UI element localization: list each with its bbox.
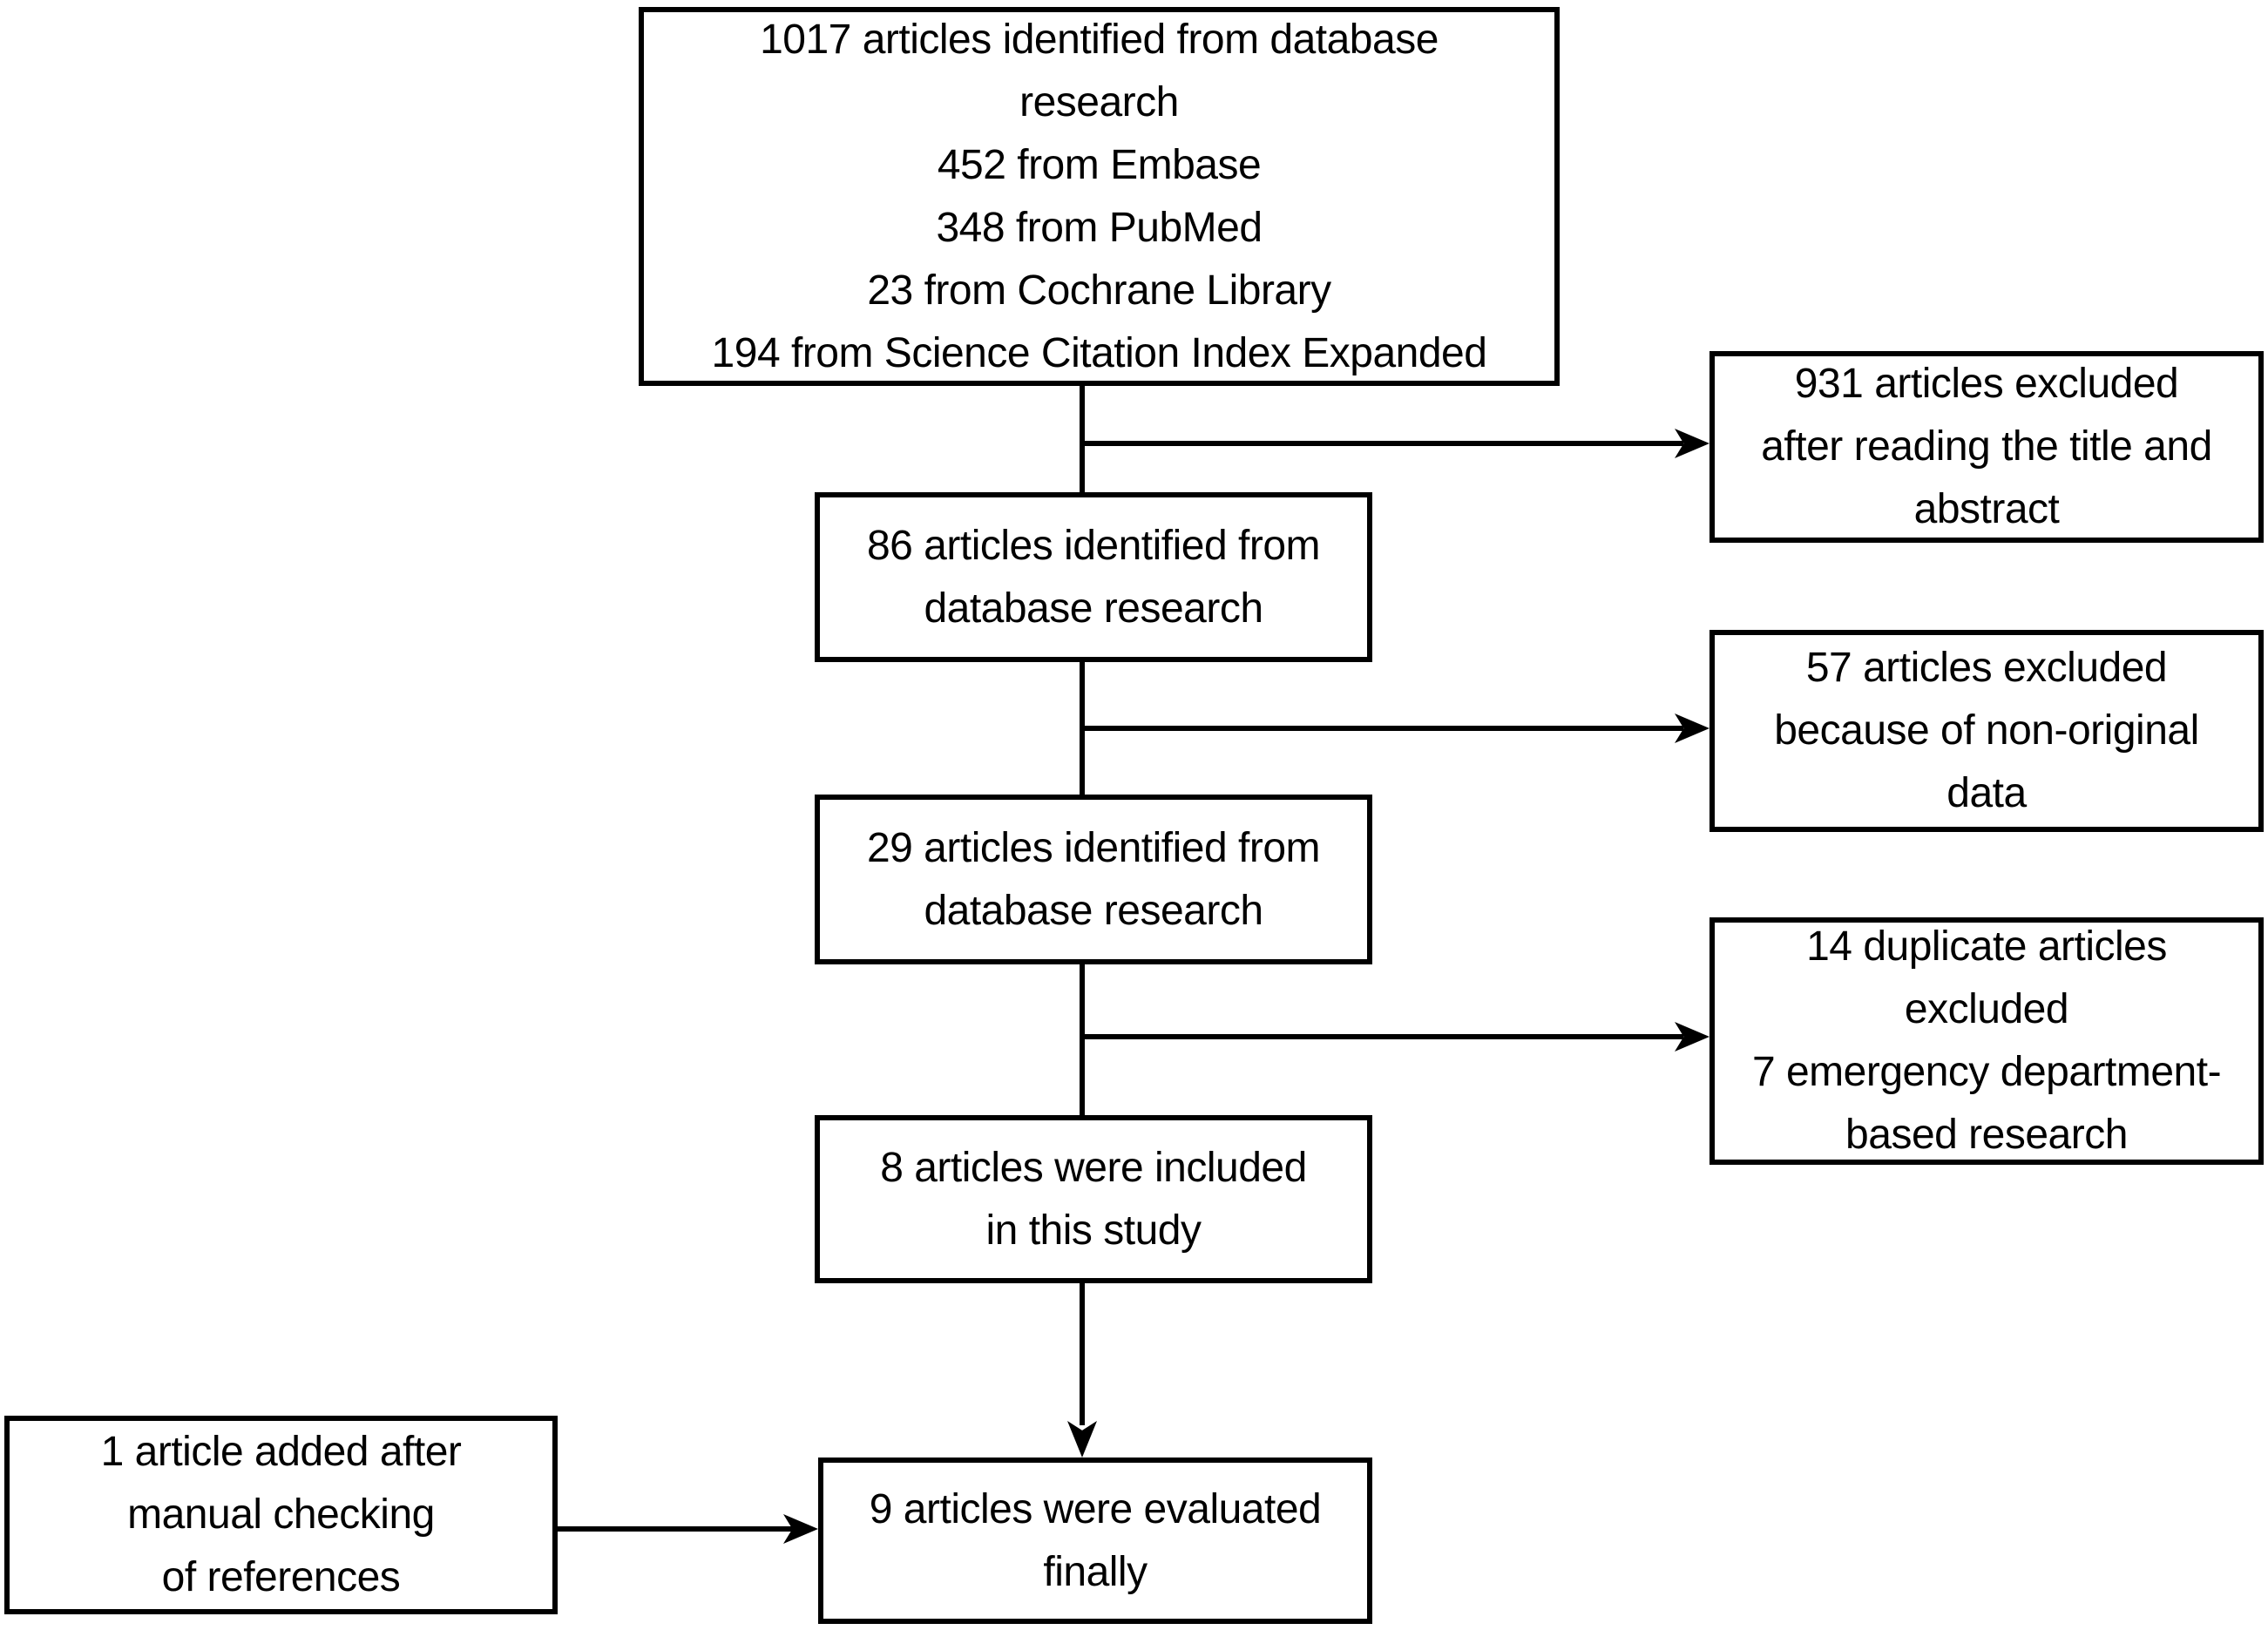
connector-8-to-9 bbox=[1080, 1282, 1085, 1425]
box-evaluated-9: 9 articles were evaluated finally bbox=[818, 1458, 1372, 1624]
branch-manual-check-to-evaluated bbox=[556, 1526, 793, 1532]
box-excluded-non-original-text: 57 articles excluded because of non-orig… bbox=[1774, 645, 2199, 816]
branch-to-excluded-non-original bbox=[1082, 726, 1683, 731]
box-included-8: 8 articles were included in this study bbox=[815, 1115, 1372, 1283]
box-included-8-text: 8 articles were included in this study bbox=[880, 1144, 1307, 1254]
connector-total-to-86 bbox=[1080, 384, 1085, 494]
connector-29-to-8 bbox=[1080, 963, 1085, 1117]
box-added-manual-check-text: 1 article added after manual checking of… bbox=[100, 1429, 462, 1600]
box-excluded-duplicate-ed-text: 14 duplicate articles excluded 7 emergen… bbox=[1751, 923, 2222, 1158]
box-excluded-non-original: 57 articles excluded because of non-orig… bbox=[1709, 630, 2264, 832]
box-excluded-title-abstract-text: 931 articles excluded after reading the … bbox=[1761, 361, 2212, 532]
box-added-manual-check: 1 article added after manual checking of… bbox=[4, 1416, 558, 1614]
branch-to-excluded-duplicate-ed bbox=[1082, 1034, 1683, 1039]
box-identified-total: 1017 articles identified from database r… bbox=[639, 7, 1560, 386]
arrowhead-evaluated-icon bbox=[1067, 1421, 1097, 1458]
box-identified-86-text: 86 articles identified from database res… bbox=[866, 522, 1321, 632]
box-excluded-duplicate-ed: 14 duplicate articles excluded 7 emergen… bbox=[1709, 917, 2264, 1165]
box-identified-86: 86 articles identified from database res… bbox=[815, 492, 1372, 662]
box-identified-29: 29 articles identified from database res… bbox=[815, 795, 1372, 964]
box-identified-29-text: 29 articles identified from database res… bbox=[866, 824, 1321, 934]
box-identified-total-text: 1017 articles identified from database r… bbox=[711, 16, 1487, 376]
branch-to-excluded-title-abstract bbox=[1082, 441, 1683, 446]
box-excluded-title-abstract: 931 articles excluded after reading the … bbox=[1709, 351, 2264, 543]
box-evaluated-9-text: 9 articles were evaluated finally bbox=[869, 1485, 1322, 1595]
